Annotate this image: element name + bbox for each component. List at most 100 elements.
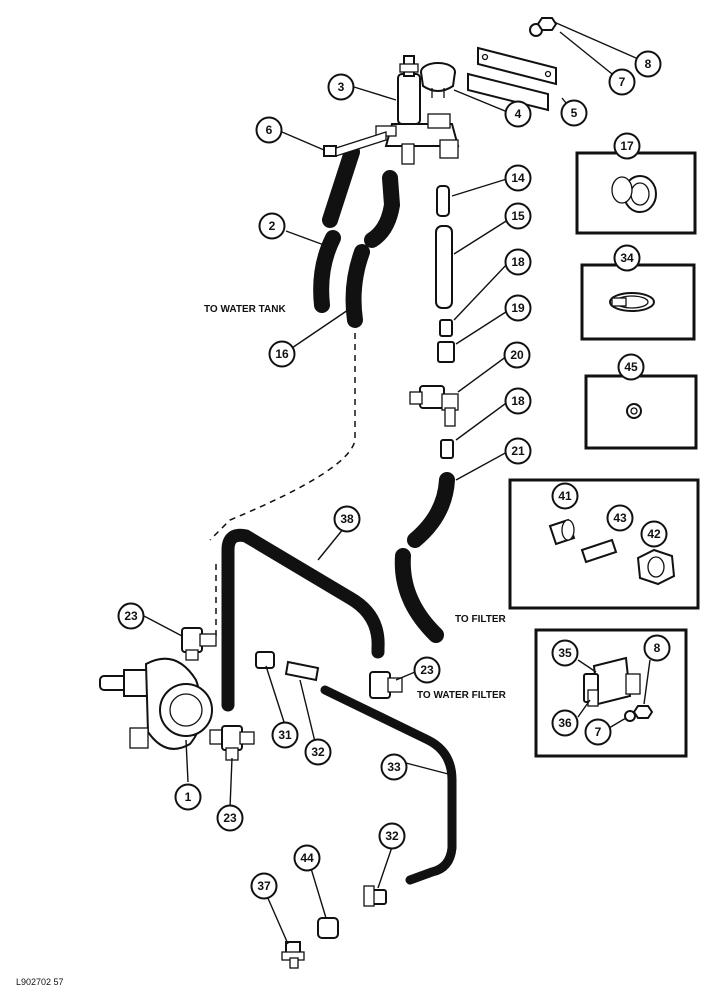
callout-18-top: 18 xyxy=(504,248,532,276)
callout-2: 2 xyxy=(258,212,286,240)
callout-8-top: 8 xyxy=(634,50,662,78)
callout-23-right: 23 xyxy=(413,656,441,684)
svg-text:8: 8 xyxy=(645,57,652,71)
svg-text:7: 7 xyxy=(595,725,602,739)
svg-text:35: 35 xyxy=(558,646,572,660)
valve-20 xyxy=(409,385,459,427)
callout-32-top: 32 xyxy=(304,738,332,766)
svg-text:42: 42 xyxy=(647,527,661,541)
callout-15: 15 xyxy=(504,202,532,230)
fitting-31 xyxy=(255,651,275,669)
svg-text:43: 43 xyxy=(613,511,627,525)
callout-18-bottom: 18 xyxy=(504,387,532,415)
svg-text:3: 3 xyxy=(338,80,345,94)
callout-7-panel: 7 xyxy=(584,718,612,746)
svg-text:36: 36 xyxy=(558,716,572,730)
svg-text:8: 8 xyxy=(654,641,661,655)
callout-6: 6 xyxy=(255,116,283,144)
callout-33: 33 xyxy=(380,753,408,781)
label-to-water-filter: TO WATER FILTER xyxy=(417,690,507,701)
callout-21: 21 xyxy=(504,437,532,465)
grommet-17 xyxy=(611,175,657,213)
nut-42 xyxy=(636,548,676,586)
callout-37: 37 xyxy=(250,872,278,900)
svg-text:32: 32 xyxy=(385,829,399,843)
svg-text:2: 2 xyxy=(269,219,276,233)
callout-14: 14 xyxy=(504,164,532,192)
fitting-18-bottom xyxy=(440,439,454,459)
svg-text:18: 18 xyxy=(511,394,525,408)
svg-text:6: 6 xyxy=(266,123,273,137)
destination-labels: TO WATER TANK TO FILTER TO WATER FILTER … xyxy=(16,304,507,987)
callout-17: 17 xyxy=(613,132,641,160)
reference-code: L902702 57 xyxy=(16,977,64,987)
svg-text:44: 44 xyxy=(300,851,314,865)
svg-text:20: 20 xyxy=(510,348,524,362)
elbow-23-right xyxy=(369,671,403,699)
callout-7-top: 7 xyxy=(608,68,636,96)
nut-8-panel xyxy=(632,705,654,719)
label-to-filter: TO FILTER xyxy=(455,614,507,625)
svg-text:14: 14 xyxy=(511,171,525,185)
svg-text:31: 31 xyxy=(278,728,292,742)
callout-35: 35 xyxy=(551,639,579,667)
leader-lines xyxy=(143,21,651,945)
callout-38: 38 xyxy=(333,505,361,533)
tube-14 xyxy=(436,185,450,217)
svg-text:23: 23 xyxy=(420,663,434,677)
fitting-19 xyxy=(437,341,455,363)
clip-45 xyxy=(626,403,642,419)
tube-15 xyxy=(435,225,453,309)
svg-text:23: 23 xyxy=(124,609,138,623)
svg-text:19: 19 xyxy=(511,301,525,315)
elbow-23-top-left xyxy=(181,627,217,661)
callout-34: 34 xyxy=(613,244,641,272)
bolt-6 xyxy=(323,131,387,157)
svg-text:41: 41 xyxy=(558,489,572,503)
svg-text:37: 37 xyxy=(257,879,271,893)
callout-31: 31 xyxy=(271,721,299,749)
washer-7-panel xyxy=(624,710,636,722)
callout-1: 1 xyxy=(174,783,202,811)
callout-42: 42 xyxy=(640,520,668,548)
callout-44: 44 xyxy=(293,844,321,872)
callout-45: 45 xyxy=(617,353,645,381)
plug-44 xyxy=(317,917,339,939)
svg-text:16: 16 xyxy=(275,347,289,361)
nozzle-43 xyxy=(580,538,618,564)
water-pump xyxy=(99,657,227,750)
callout-4: 4 xyxy=(504,100,532,128)
callout-8-panel: 8 xyxy=(643,634,671,662)
callout-5: 5 xyxy=(560,99,588,127)
svg-text:33: 33 xyxy=(387,760,401,774)
label-to-water-tank: TO WATER TANK xyxy=(204,304,286,315)
hose-38 xyxy=(221,528,385,712)
mounting-plates xyxy=(467,46,557,112)
nut-8-top xyxy=(536,17,558,31)
elbow-23-bottom xyxy=(221,725,255,761)
routing-dash xyxy=(209,322,356,541)
valve-body xyxy=(375,55,460,165)
svg-text:7: 7 xyxy=(619,75,626,89)
inset-panels xyxy=(508,151,700,758)
callout-43: 43 xyxy=(606,504,634,532)
callout-19: 19 xyxy=(504,294,532,322)
fitting-18-top xyxy=(439,319,453,337)
callout-41: 41 xyxy=(551,482,579,510)
callouts: 1 2 3 4 5 6 7 7 8 8 14 15 16 17 18 18 19… xyxy=(117,50,671,900)
callout-23-top-left: 23 xyxy=(117,602,145,630)
svg-text:18: 18 xyxy=(511,255,525,269)
callout-20: 20 xyxy=(503,341,531,369)
svg-text:5: 5 xyxy=(571,106,578,120)
svg-text:17: 17 xyxy=(620,139,634,153)
callout-3: 3 xyxy=(327,73,355,101)
svg-text:4: 4 xyxy=(515,107,522,121)
svg-text:45: 45 xyxy=(624,360,638,374)
callout-23-bottom: 23 xyxy=(216,804,244,832)
svg-text:38: 38 xyxy=(340,512,354,526)
gauge-cap xyxy=(420,62,456,98)
svg-text:34: 34 xyxy=(620,251,634,265)
parts xyxy=(99,17,558,969)
hoses xyxy=(209,144,457,885)
